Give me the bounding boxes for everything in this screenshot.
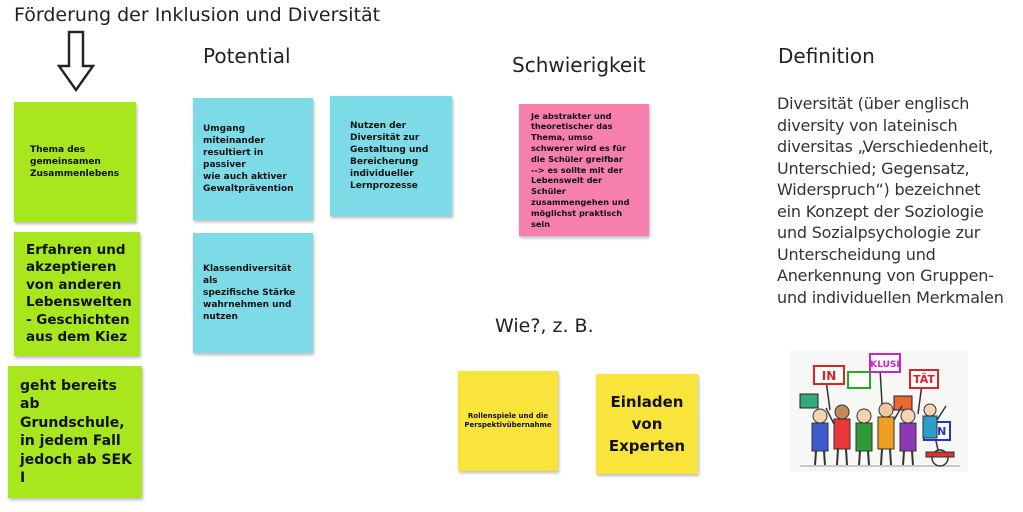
heading-definition: Definition	[778, 44, 875, 68]
note-text: Nutzen der Diversität zur Gestaltung und…	[350, 121, 429, 191]
sign-label: TÄT	[913, 372, 935, 386]
sticky-note-invite-experts[interactable]: Einladen von Experten	[596, 374, 698, 474]
sticky-note-violence-prevention[interactable]: Umgang miteinander resultiert in passive…	[193, 98, 313, 220]
heading-difficulty: Schwierigkeit	[512, 53, 646, 77]
note-text: Klassendiversität als spezifische Stärke…	[203, 264, 296, 322]
note-text: Einladen von Experten	[608, 393, 686, 455]
sign-label: KLUSI	[870, 360, 900, 370]
heading-how: Wie?, z. B.	[495, 315, 594, 337]
people-with-signs-icon: IN KLUSI TÄT ON	[799, 353, 960, 467]
sticky-note-class-diversity[interactable]: Klassendiversität als spezifische Stärke…	[193, 233, 313, 353]
note-text: Thema des gemeinsamen Zusammenlebens	[30, 145, 120, 179]
sticky-note-common-living[interactable]: Thema des gemeinsamen Zusammenlebens	[14, 102, 136, 222]
definition-text: Diversität (über englisch diversity von …	[777, 94, 1004, 307]
note-text: geht bereits ab Grundschule, in jedem Fa…	[20, 377, 132, 487]
note-text: Je abstrakter und theoretischer das Them…	[531, 110, 630, 229]
sticky-note-from-primary-school[interactable]: geht bereits ab Grundschule, in jedem Fa…	[8, 366, 142, 498]
board-title: Förderung der Inklusion und Diversität	[14, 4, 381, 26]
sign-label: IN	[822, 369, 837, 383]
sticky-note-abstract-difficulty[interactable]: Je abstrakter und theoretischer das Them…	[519, 104, 649, 236]
note-text: Erfahren und akzeptieren von anderen Leb…	[26, 241, 132, 346]
inclusion-illustration: IN KLUSI TÄT ON	[790, 350, 968, 472]
sticky-note-experience-lifeworlds[interactable]: Erfahren und akzeptieren von anderen Leb…	[14, 232, 140, 356]
sticky-note-role-play[interactable]: Rollenspiele und die Perspektivübernahme	[458, 371, 558, 471]
note-text: Umgang miteinander resultiert in passive…	[203, 124, 294, 194]
sticky-note-use-diversity[interactable]: Nutzen der Diversität zur Gestaltung und…	[330, 96, 452, 216]
down-arrow-icon	[56, 30, 96, 92]
heading-potential: Potential	[203, 44, 291, 68]
note-text: Rollenspiele und die Perspektivübernahme	[464, 412, 552, 429]
